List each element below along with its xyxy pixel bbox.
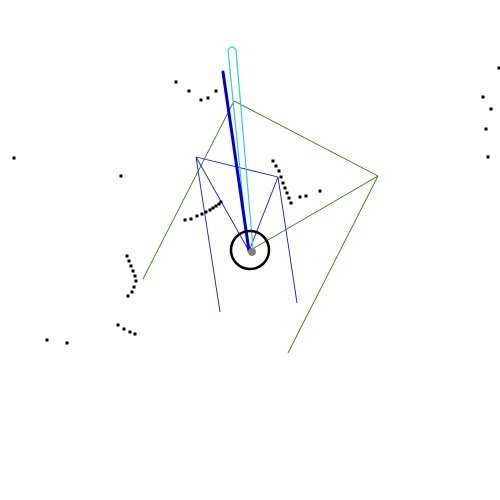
scan-point — [133, 274, 137, 278]
scan-point — [125, 254, 129, 258]
scan-point — [200, 212, 204, 216]
scan-point — [208, 208, 212, 212]
scan-point — [130, 290, 134, 294]
scan-point — [277, 169, 281, 173]
previous-heading-icon — [227, 46, 254, 251]
scan-point — [119, 174, 123, 178]
scan-point — [214, 89, 218, 93]
robot-center-dot — [248, 248, 256, 256]
scan-point — [199, 98, 203, 102]
scan-point — [134, 279, 138, 283]
scan-point — [116, 323, 120, 327]
scan-point — [129, 264, 133, 268]
scan-point — [271, 159, 275, 163]
camera-frustum-edge — [195, 156, 250, 252]
range-frustum-edge — [233, 100, 379, 177]
scan-point — [122, 327, 126, 331]
range-frustum-edge — [248, 175, 379, 252]
scan-point — [489, 107, 493, 111]
scan-point — [12, 156, 16, 160]
scan-point — [285, 191, 289, 195]
scan-point — [45, 338, 49, 342]
scan-point — [187, 89, 191, 93]
robot-marker-icon — [229, 229, 271, 271]
scan-point — [133, 332, 137, 336]
scan-point — [283, 186, 287, 190]
scan-point — [174, 80, 178, 84]
scan-point — [128, 330, 132, 334]
scan-point — [214, 204, 218, 208]
scan-point — [219, 200, 223, 204]
scan-point — [132, 285, 136, 289]
scan-point — [289, 201, 293, 205]
scan-point — [217, 202, 221, 206]
heading-arrow-icon — [221, 70, 251, 253]
scan-point — [65, 341, 69, 345]
camera-frustum-edge — [277, 176, 298, 304]
scan-point — [304, 194, 308, 198]
scan-point — [279, 175, 283, 179]
scan-point — [484, 127, 488, 131]
scan-point — [486, 155, 490, 159]
scan-point — [126, 294, 130, 298]
camera-frustum-edge — [195, 156, 221, 313]
scan-point — [274, 164, 278, 168]
scan-point — [206, 96, 210, 100]
scan-point — [131, 269, 135, 273]
range-frustum — [142, 100, 379, 354]
scan-point — [298, 195, 302, 199]
scan-point — [204, 210, 208, 214]
range-frustum-edge — [287, 175, 379, 354]
scan-point — [497, 66, 500, 70]
scan-point — [183, 218, 187, 222]
camera-frustum-edge — [248, 176, 279, 252]
scan-point — [318, 189, 322, 193]
scan-points — [12, 66, 500, 345]
scan-point — [287, 196, 291, 200]
scan-point — [189, 217, 193, 221]
scan-point — [195, 214, 199, 218]
scan-point — [481, 95, 485, 99]
scan-point — [211, 206, 215, 210]
scan-point — [127, 259, 131, 263]
scan-point — [281, 181, 285, 185]
range-frustum-edge — [142, 100, 235, 280]
